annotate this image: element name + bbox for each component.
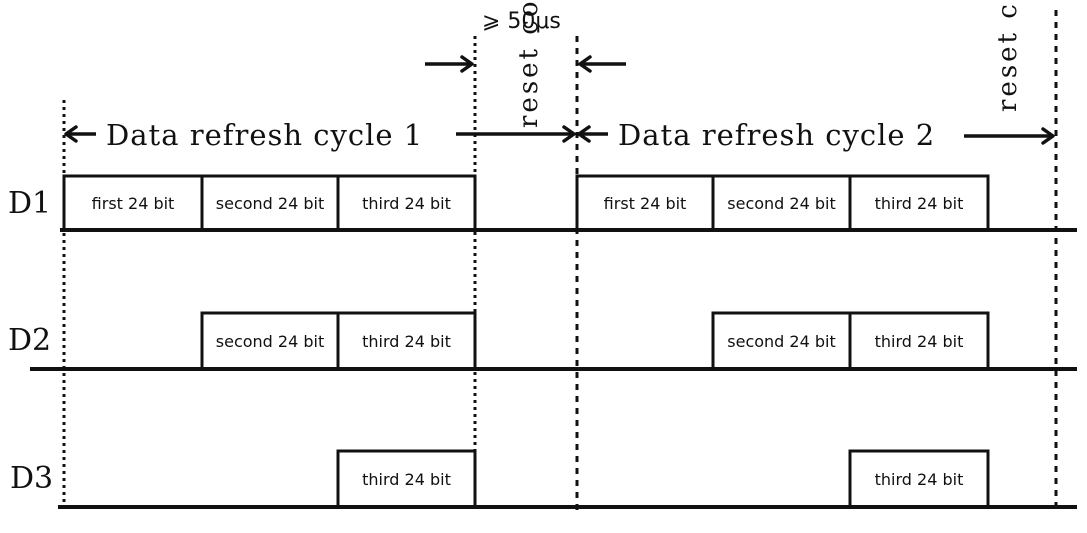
min-time-arrowhead-left [460, 55, 474, 73]
cycle-2-arrowhead-left [577, 125, 591, 143]
segment-label: second 24 bit [727, 332, 835, 351]
cycle-1-label: Data refresh cycle 1 [106, 118, 423, 152]
svg-text:reset code: reset code [514, 0, 544, 128]
segment-label: second 24 bit [216, 194, 324, 213]
row-label-d3: D3 [10, 461, 53, 496]
pulse-segment [336, 449, 477, 507]
svg-text:reset code: reset code [993, 0, 1023, 112]
pulse-segment [848, 174, 990, 230]
segment-label: third 24 bit [362, 470, 451, 489]
reset-code-label-2: reset code [993, 0, 1023, 112]
cycle-1-arrowhead-left [64, 125, 78, 143]
min-time-label: ⩾ 50μs [482, 9, 561, 34]
pulse-segments: first 24 bit second 24 bit third 24 bit fir… [62, 174, 990, 507]
row-label-d1: D1 [8, 186, 51, 221]
reset-code-label-1: reset code [514, 0, 544, 128]
segment-label: first 24 bit [92, 194, 175, 213]
segment-label: second 24 bit [727, 194, 835, 213]
cycle-2-label: Data refresh cycle 2 [618, 118, 935, 152]
segment-label: first 24 bit [604, 194, 687, 213]
cycle-2-arrowhead-right [1041, 127, 1055, 145]
pulse-segment [848, 311, 990, 369]
segment-label: second 24 bit [216, 332, 324, 351]
row-label-d2: D2 [8, 323, 51, 358]
segment-label: third 24 bit [875, 332, 964, 351]
segment-label: third 24 bit [362, 332, 451, 351]
segment-label: third 24 bit [875, 194, 964, 213]
pulse-segment [848, 449, 990, 507]
pulse-segment [336, 174, 477, 230]
segment-label: third 24 bit [362, 194, 451, 213]
min-time-arrowhead-right [578, 55, 592, 73]
pulse-segment [336, 311, 477, 369]
segment-label: third 24 bit [875, 470, 964, 489]
cycle-1-arrowhead-right [562, 125, 576, 143]
